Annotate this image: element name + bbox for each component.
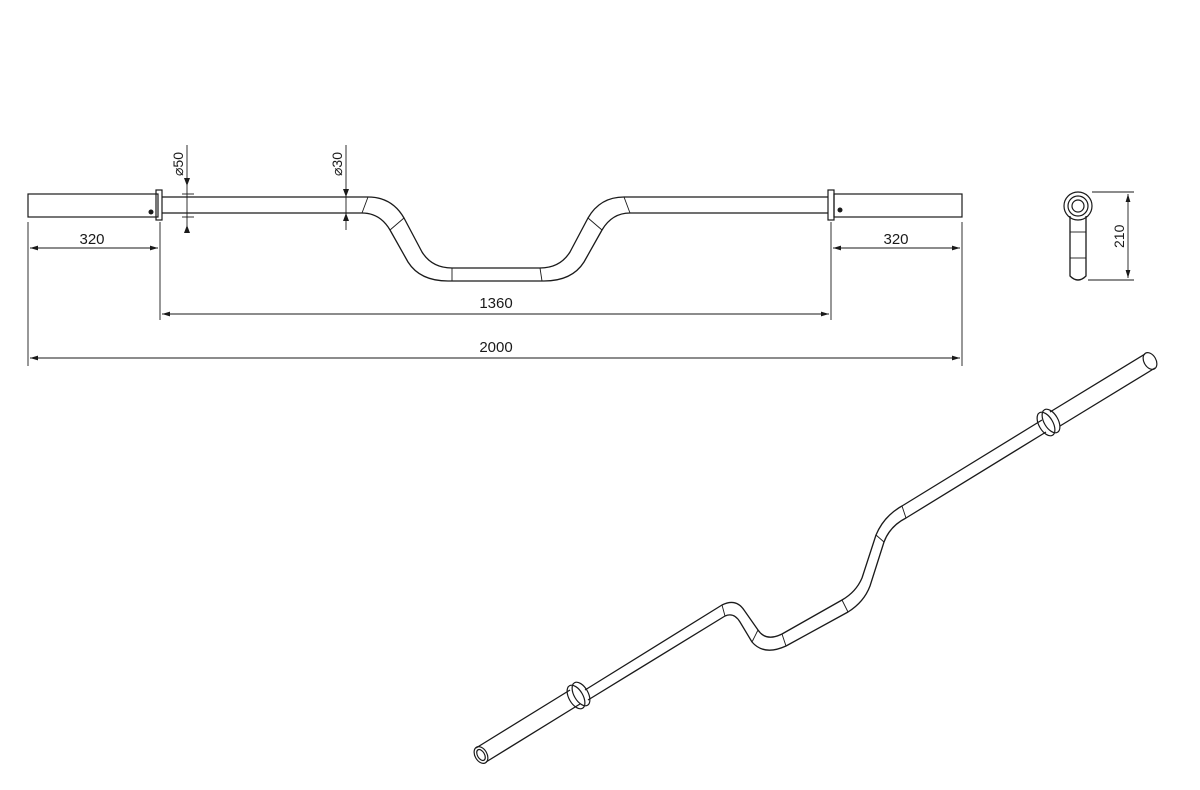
isometric-view xyxy=(473,352,1158,764)
left-shaft xyxy=(162,196,828,269)
dim-inner-length: 1360 xyxy=(479,295,512,312)
left-sleeve xyxy=(27,193,159,218)
front-view xyxy=(27,189,963,282)
seam xyxy=(361,196,369,214)
dim-sleeve-diameter: ⌀50 xyxy=(170,152,186,176)
shaft-lower-edge xyxy=(162,212,828,282)
right-collar-pin xyxy=(837,207,843,213)
dim-total-length: 2000 xyxy=(479,339,512,356)
dim-shaft-diameter: ⌀30 xyxy=(329,152,345,176)
left-collar-pin xyxy=(148,209,154,215)
seam xyxy=(587,217,603,231)
seam xyxy=(623,196,631,214)
side-view: 210 xyxy=(1063,191,1134,281)
left-collar xyxy=(155,189,163,221)
seam xyxy=(539,267,543,282)
dim-sleeve-right: 320 xyxy=(883,231,908,248)
seam xyxy=(389,217,405,231)
right-sleeve xyxy=(833,193,963,218)
dimension-lines: 320 320 1360 2000 ⌀50 ⌀30 xyxy=(27,145,963,366)
right-collar xyxy=(827,189,835,221)
dim-sleeve-left: 320 xyxy=(79,231,104,248)
dim-height: 210 xyxy=(1111,224,1127,248)
